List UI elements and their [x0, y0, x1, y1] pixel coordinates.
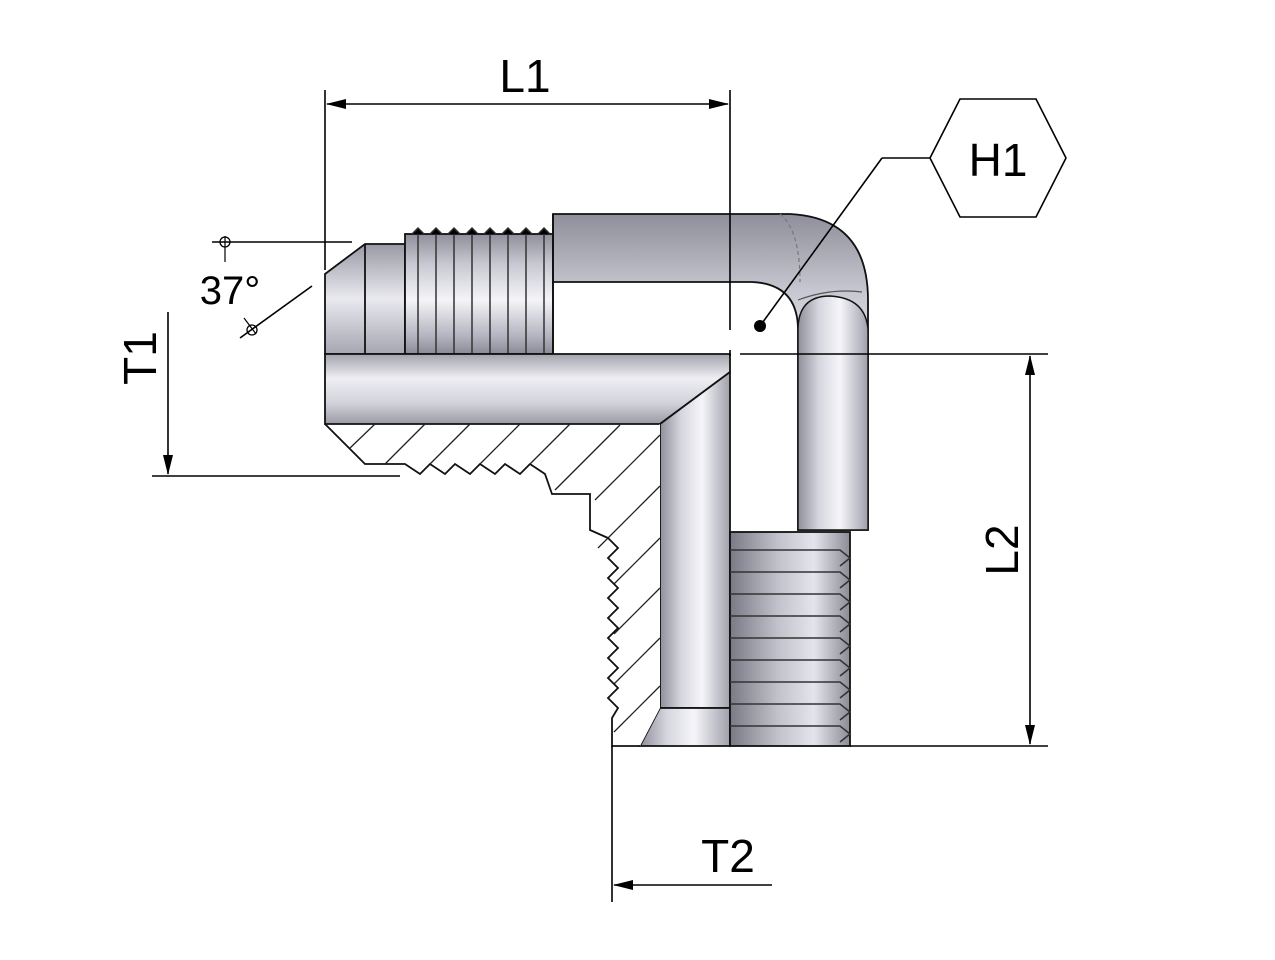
jic-thread [404, 233, 554, 355]
h1-hexagon [929, 98, 1067, 218]
hatched-wall-horizontal [325, 424, 660, 746]
leader-dot [754, 320, 766, 332]
t1-label: T1 [114, 331, 166, 385]
l1-label: L1 [499, 50, 550, 102]
npt-male-end [729, 531, 852, 747]
section-cut [324, 353, 731, 747]
h1-label: H1 [969, 134, 1028, 186]
jic-male-end [324, 226, 554, 355]
angle-label: 37° [200, 269, 261, 313]
npt-thread-crests [730, 549, 852, 743]
angle-symbol [219, 236, 258, 336]
jic-thread-crests [411, 226, 551, 354]
vertical-leg [797, 295, 869, 531]
hatch-lines-horizontal [349, 423, 661, 733]
vertical-bore [659, 370, 731, 709]
section-thread-vertical [606, 537, 640, 747]
l2-label: L2 [976, 524, 1028, 575]
t2-label: T2 [701, 830, 755, 882]
horizontal-bore [324, 353, 731, 425]
dimension-lines [152, 90, 1067, 902]
npt-thread [729, 531, 851, 747]
